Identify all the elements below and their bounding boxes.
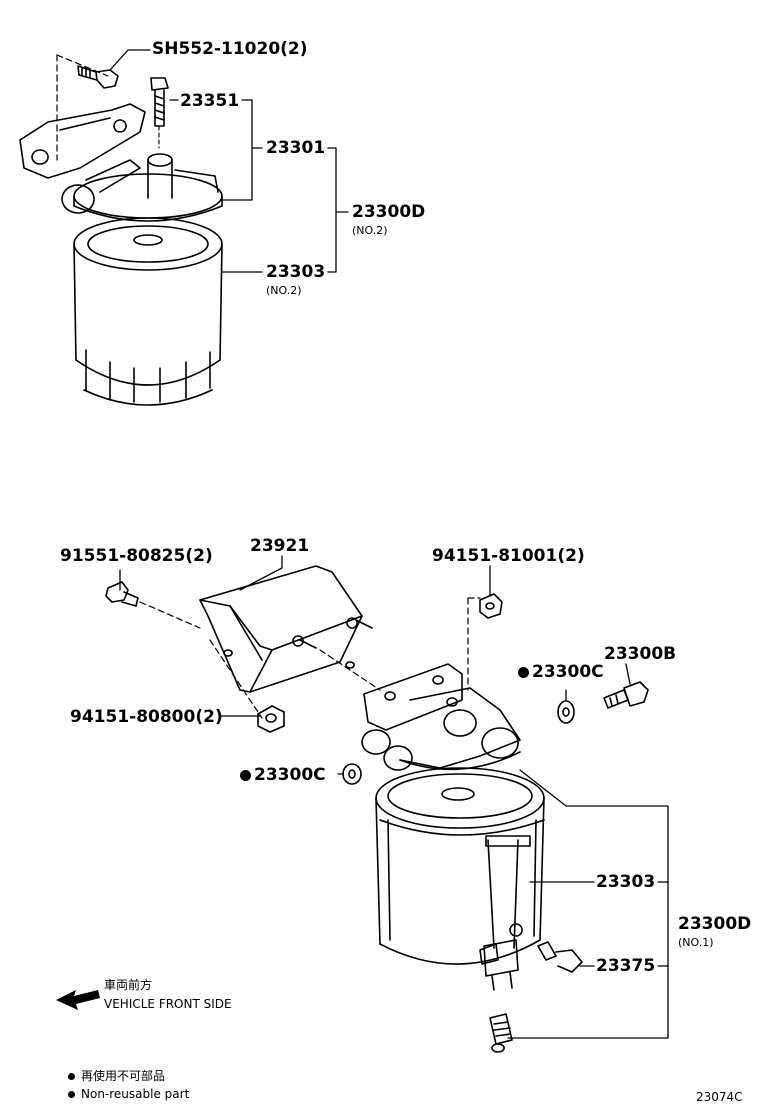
bolt-91551-icon	[105, 581, 201, 629]
label-23375: 23375	[596, 956, 656, 976]
leader-lines-top	[109, 49, 349, 273]
filter-head-no1-icon	[361, 663, 521, 771]
leader-lines-bottom	[119, 555, 669, 1039]
label-sh552: SH552-11020(2)	[152, 39, 308, 59]
non-reusable-dot-icon	[518, 667, 529, 678]
label-23300b: 23300B	[604, 644, 677, 664]
filter-element-no1-icon	[375, 767, 545, 991]
bolt-23300b-icon	[603, 681, 649, 709]
label-no2-b: (NO.2)	[266, 284, 302, 297]
figure-code: 23074C	[696, 1090, 743, 1104]
label-23921: 23921	[250, 536, 310, 556]
label-23300c-left: 23300C	[240, 766, 326, 784]
label-23300d-top: 23300D	[352, 202, 426, 222]
legend-dot-icon	[68, 1091, 75, 1098]
label-23301: 23301	[266, 138, 326, 158]
direction-english: VEHICLE FRONT SIDE	[104, 997, 232, 1011]
label-23300c-right-text: 23300C	[532, 662, 604, 682]
label-23300c-right: 23300C	[518, 663, 604, 681]
label-94151-80800: 94151-80800(2)	[70, 707, 223, 727]
bolt-23351-icon	[150, 77, 169, 149]
bracket-icon	[19, 103, 146, 179]
drain-plug-23375-icon	[537, 941, 583, 973]
label-23351: 23351	[180, 91, 240, 111]
label-23300c-left-text: 23300C	[254, 765, 326, 785]
front-arrow-icon	[56, 990, 100, 1010]
legend-english-text: Non-reusable part	[81, 1087, 190, 1101]
drain-cock-icon	[489, 1013, 513, 1053]
nut-94151-80800-icon	[257, 705, 285, 733]
legend-japanese-text: 再使用不可部品	[81, 1069, 166, 1083]
nut-94151-81001-icon	[467, 593, 503, 691]
legend-dot-icon	[68, 1073, 75, 1080]
label-23303-bottom: 23303	[596, 872, 656, 892]
label-23303-top: 23303	[266, 262, 326, 282]
filter-element-23303-icon	[73, 217, 223, 406]
direction-japanese: 車両前方	[104, 978, 153, 992]
bolt-sh552-icon	[77, 65, 119, 89]
filter-assembly-no2	[19, 54, 223, 406]
bracket-23921-icon	[199, 565, 381, 719]
gasket-23300c-left-icon	[342, 763, 362, 785]
gasket-23300c-right-icon	[557, 700, 575, 724]
legend-english: Non-reusable part	[68, 1087, 189, 1101]
label-23300d-bottom: 23300D	[678, 914, 752, 934]
label-91551: 91551-80825(2)	[60, 546, 213, 566]
label-94151-81001: 94151-81001(2)	[432, 546, 585, 566]
legend-japanese: 再使用不可部品	[68, 1069, 165, 1083]
filter-head-23301-icon	[61, 153, 223, 222]
label-no1: (NO.1)	[678, 936, 714, 949]
label-no2-a: (NO.2)	[352, 224, 388, 237]
filter-assembly-no1	[105, 565, 649, 1053]
non-reusable-dot-icon	[240, 770, 251, 781]
